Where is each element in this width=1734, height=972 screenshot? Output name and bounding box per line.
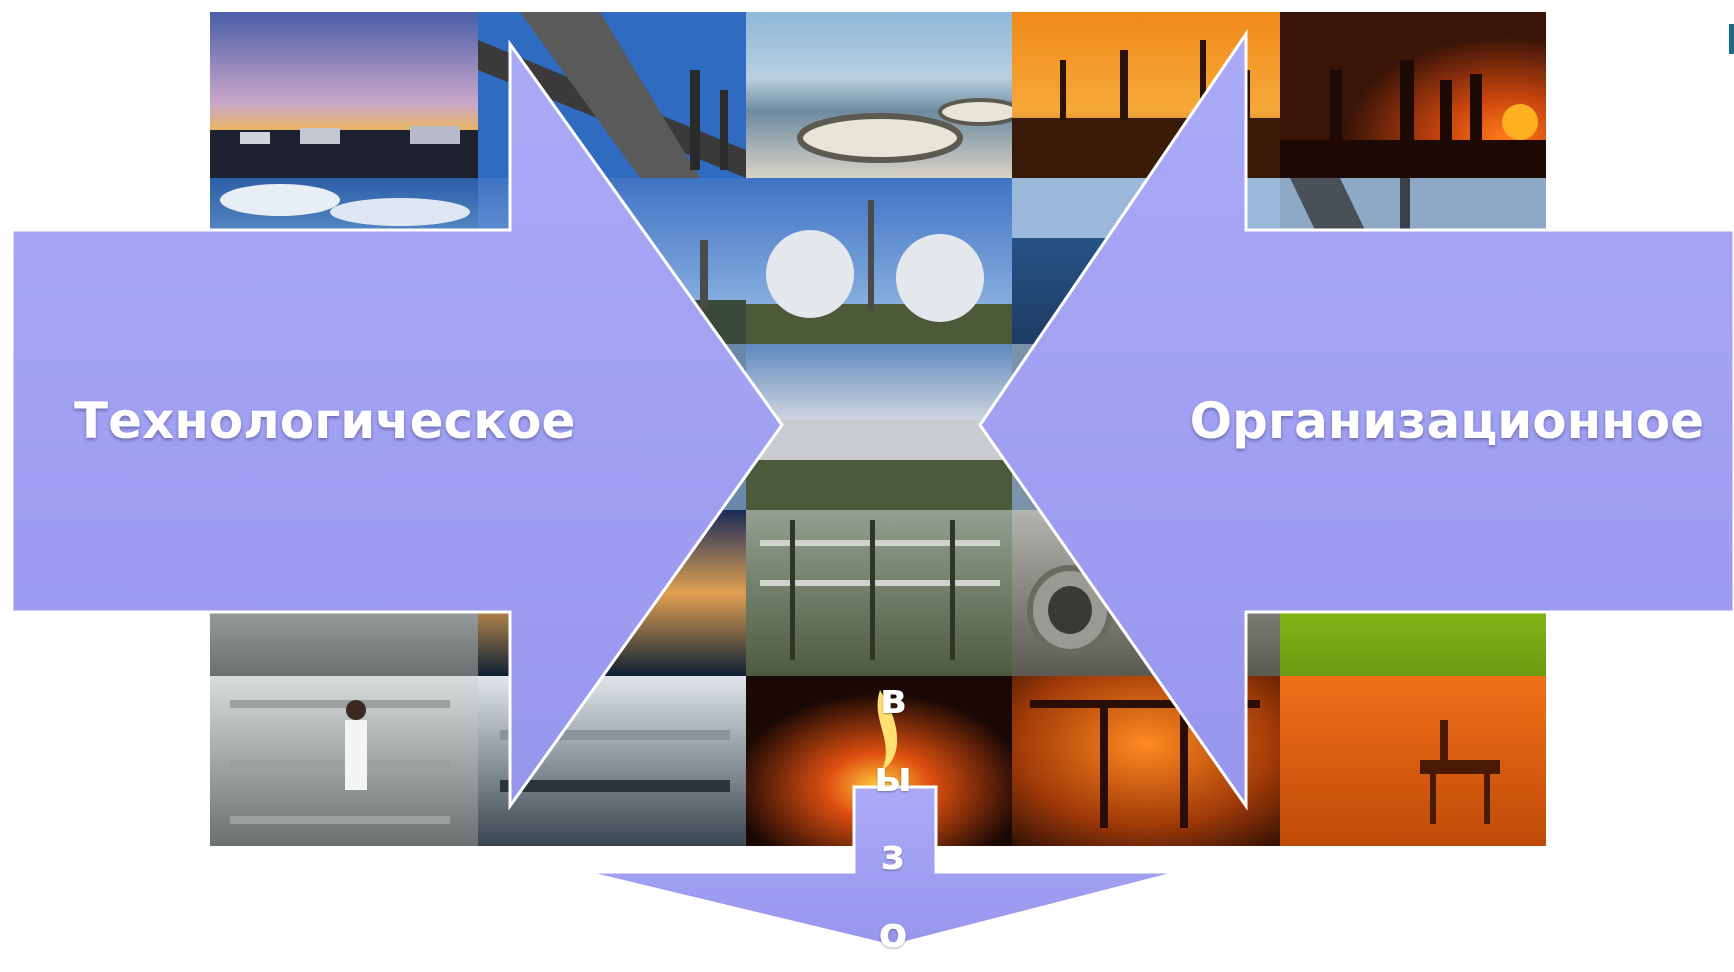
letter-z: з bbox=[880, 830, 906, 879]
scene bbox=[10, 12, 1734, 946]
spherical-tanks-photo bbox=[746, 178, 1012, 344]
water-tank-photo bbox=[746, 12, 1022, 178]
letter-y: ы bbox=[874, 752, 912, 801]
technological-label: Технологическое bbox=[74, 392, 576, 450]
lab-worker-photo bbox=[210, 676, 478, 846]
pipeline-rack-photo bbox=[746, 344, 1012, 510]
chimney-sunset-photo bbox=[1280, 12, 1546, 178]
construction-site-photo bbox=[746, 510, 1012, 676]
letter-o: о bbox=[878, 908, 908, 957]
bottom-arrow-shape bbox=[583, 785, 1181, 946]
vertical-letters: в ы з о bbox=[850, 660, 936, 972]
edge-mark bbox=[1729, 24, 1734, 54]
organizational-label: Организационное bbox=[1189, 392, 1704, 450]
left-arrow-shape bbox=[10, 39, 784, 811]
harbor-dusk-photo bbox=[210, 12, 478, 178]
offshore-rig-photo bbox=[1280, 676, 1546, 846]
right-arrow-shape bbox=[978, 29, 1734, 811]
letter-v: в bbox=[879, 674, 907, 723]
